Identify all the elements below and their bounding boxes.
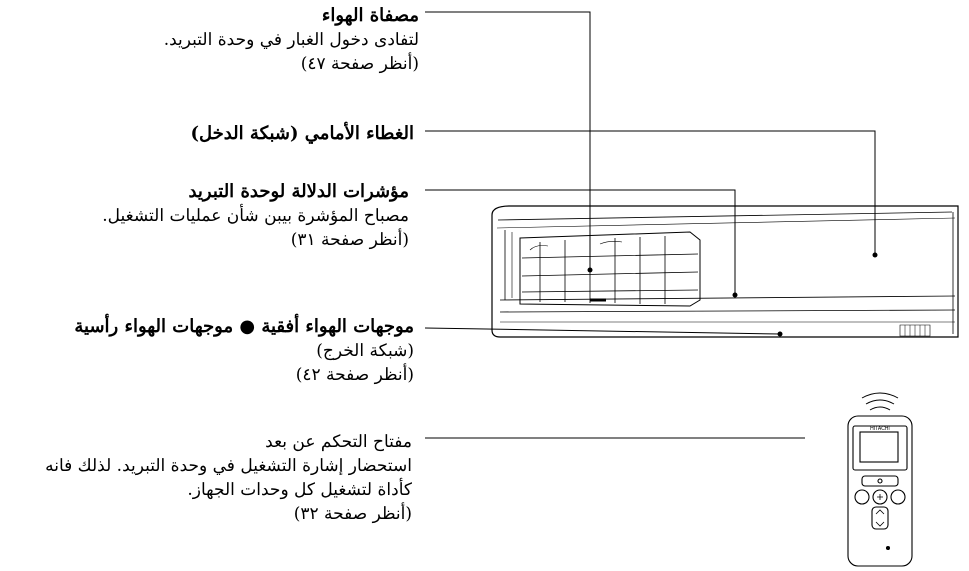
leader-air-louvers [424,327,781,335]
indicators-title: مؤشرات الدلالة لوحدة التبريد [188,181,409,202]
remote-control [847,392,913,567]
air-louvers-desc: (شبكة الخرج) [316,341,414,361]
leader-front-cover [425,130,876,255]
remote-brand: HITACHI [870,426,890,432]
callout-air-filter: مصفاة الهواء لتفادى دخول الغبار في وحدة … [164,4,419,76]
leader-indicators [425,189,736,295]
leader-air-filter [425,11,591,270]
air-filter-title: مصفاة الهواء [321,5,419,26]
air-filter-ref: (أنظر صفحة ٤٧) [300,54,419,74]
callout-air-louvers: موجهات الهواء أفقية ● موجهات الهواء رأسي… [74,315,414,387]
air-filter-desc: لتفادى دخول الغبار في وحدة التبريد. [163,30,419,50]
front-cover-title: الغطاء الأمامي (شبكة الدخل) [190,123,414,144]
callout-remote: مفتاح التحكم عن بعد استحضار إشارة التشغي… [45,430,412,526]
indoor-unit [491,205,959,338]
remote-title: مفتاح التحكم عن بعد [265,432,412,452]
remote-ref: (أنظر صفحة ٣٢) [293,504,412,524]
leader-lines [424,11,876,439]
remote-desc: استحضار إشارة التشغيل في وحدة التبريد. ل… [45,456,412,476]
leader-dots [587,252,878,337]
remote-desc-2: كأداة لتشغيل كل وحدات الجهاز. [187,480,412,500]
air-louvers-title: موجهات الهواء أفقية ● موجهات الهواء رأسي… [74,316,414,337]
indicators-desc: مصباح المؤشرة بيبن شأن عمليات التشغيل. [102,206,409,226]
callout-front-cover: الغطاء الأمامي (شبكة الدخل) [190,122,414,146]
indicators-ref: (أنظر صفحة ٣١) [290,230,409,250]
callout-indicators: مؤشرات الدلالة لوحدة التبريد مصباح المؤش… [102,180,409,252]
air-louvers-ref: (أنظر صفحة ٤٢) [295,365,414,385]
